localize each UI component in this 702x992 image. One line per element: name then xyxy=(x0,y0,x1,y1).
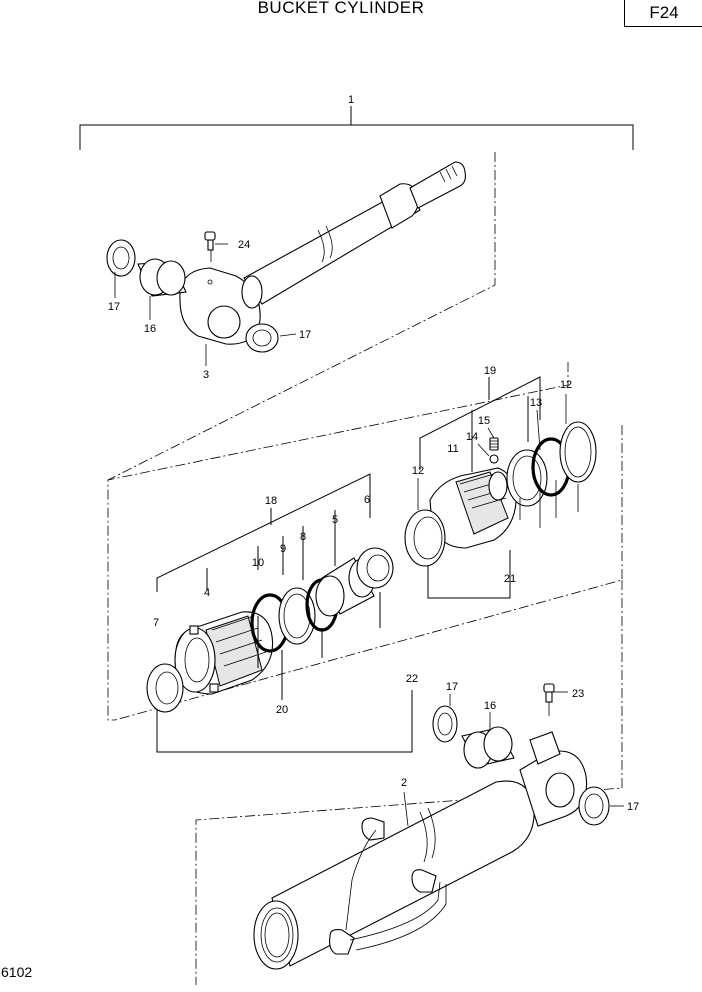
tube-envelope xyxy=(195,580,623,985)
callout-3: 3 xyxy=(203,369,209,381)
callout-8: 8 xyxy=(300,531,306,543)
seal-17-top-left xyxy=(106,239,136,277)
callout-12: 12 xyxy=(560,379,572,391)
piston-rod xyxy=(179,161,466,345)
cylinder-head-4 xyxy=(174,611,274,695)
callout-22: 22 xyxy=(406,673,418,685)
leader-lines xyxy=(114,243,624,827)
piston-11 xyxy=(429,467,517,549)
wear-ring-12-left xyxy=(404,509,446,567)
piston-envelope-lower xyxy=(114,425,623,721)
grease-nipple-23 xyxy=(543,683,555,716)
wear-ring-12-right xyxy=(559,421,597,483)
bracket-22 xyxy=(156,690,413,753)
sheet-code-box: F24 xyxy=(624,0,702,27)
callout-16: 16 xyxy=(484,700,496,712)
callout-20: 20 xyxy=(276,704,288,716)
callout-labels: 1 24 17 16 17 3 19 15 14 13 12 11 12 18 … xyxy=(108,94,639,813)
callout-12: 12 xyxy=(412,465,424,477)
callout-24: 24 xyxy=(238,239,250,251)
page-number: 6102 xyxy=(1,964,33,980)
bushing-16-bottom xyxy=(461,726,515,769)
dust-wiper-7 xyxy=(146,663,184,713)
seal-17-bottom-left xyxy=(432,705,458,743)
bracket-21-leads xyxy=(519,480,579,528)
callout-19: 19 xyxy=(484,365,496,377)
callout-13: 13 xyxy=(530,397,542,409)
seal-13 xyxy=(506,449,548,507)
callout-7: 7 xyxy=(153,617,159,629)
callout-1: 1 xyxy=(348,94,354,106)
bracket-19 xyxy=(419,376,541,472)
callout-14: 14 xyxy=(466,431,478,443)
seal-17-bottom-right xyxy=(578,786,610,826)
diagram-title: BUCKET CYLINDER xyxy=(257,0,425,17)
callout-17: 17 xyxy=(446,681,458,693)
stop-ring-6 xyxy=(356,547,394,589)
callout-5: 5 xyxy=(332,514,338,526)
sheet-code: F24 xyxy=(649,3,679,22)
piston-envelope xyxy=(107,362,569,481)
callout-16: 16 xyxy=(144,323,156,335)
bushing-16-top xyxy=(137,258,187,297)
callout-17: 17 xyxy=(299,329,311,341)
callout-18: 18 xyxy=(265,495,277,507)
set-screw-15 xyxy=(489,437,499,451)
cylinder-tube-2 xyxy=(253,731,588,970)
callout-9: 9 xyxy=(280,543,286,555)
callout-11: 11 xyxy=(447,443,458,455)
callout-23: 23 xyxy=(572,688,584,700)
callout-21: 21 xyxy=(504,573,516,585)
bracket-21 xyxy=(427,550,511,599)
bracket-18 xyxy=(156,473,371,592)
callout-17: 17 xyxy=(627,801,639,813)
bracket-20 xyxy=(257,592,381,700)
callout-10: 10 xyxy=(252,557,264,569)
callout-6: 6 xyxy=(364,494,370,506)
callout-15: 15 xyxy=(478,415,490,427)
callout-17: 17 xyxy=(108,301,120,313)
callout-4: 4 xyxy=(204,587,210,599)
callout-2: 2 xyxy=(401,777,407,789)
seal-17-top-right xyxy=(245,323,279,353)
rod-assembly-bracket xyxy=(79,106,634,150)
grease-nipple-24 xyxy=(204,231,216,262)
steel-ball-14 xyxy=(489,454,499,464)
